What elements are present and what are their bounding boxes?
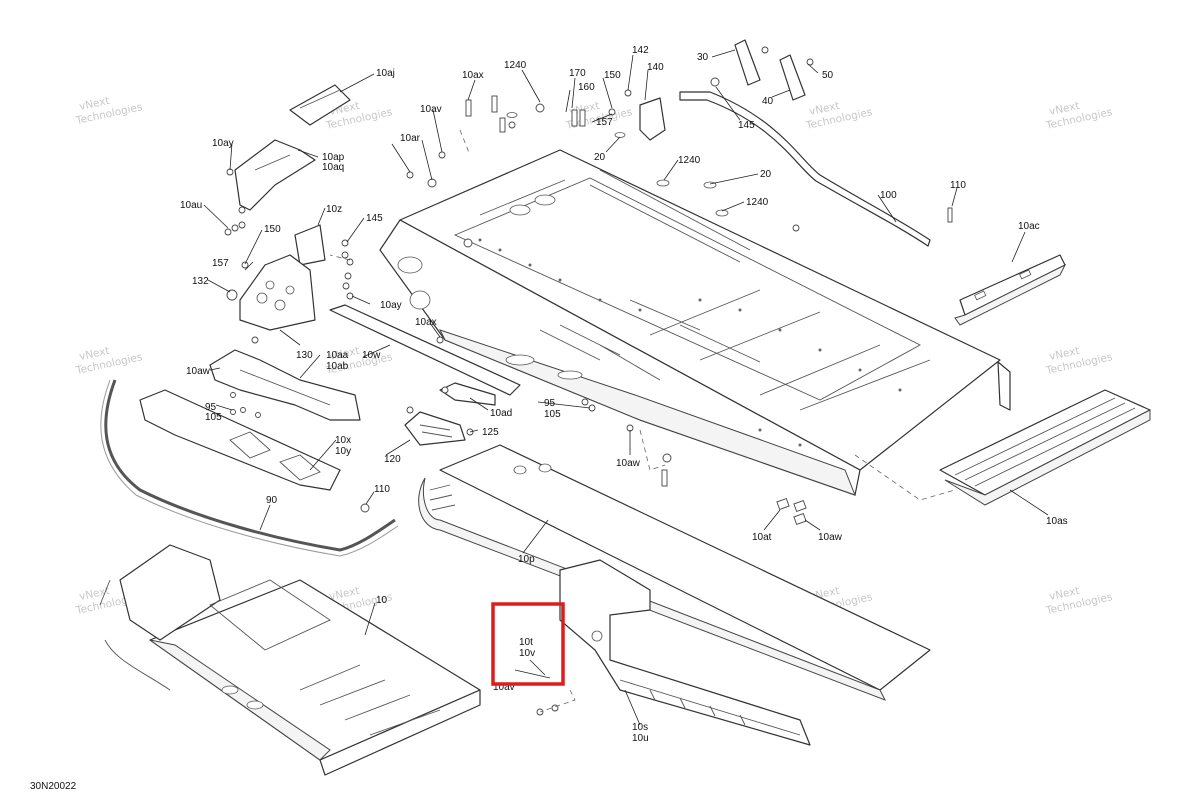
callout-1240: 1240 <box>678 155 701 166</box>
tube-100 <box>679 91 931 247</box>
callout-95: 95 <box>544 398 556 409</box>
callout-10y: 10y <box>335 446 351 457</box>
callout-170: 170 <box>569 68 586 79</box>
callout-100: 100 <box>880 190 897 201</box>
bracket-10ad <box>439 382 496 406</box>
callout-50: 50 <box>822 70 834 81</box>
callout-10ax: 10ax <box>415 317 437 328</box>
callout-10x: 10x <box>335 435 351 446</box>
assembled-overview <box>99 544 481 776</box>
callout-10w: 10w <box>362 350 381 361</box>
callout-10aw: 10aw <box>818 532 843 543</box>
front-strip-10w <box>329 304 521 396</box>
callout-10aa: 10aa <box>326 350 349 361</box>
bracket-120 <box>404 411 466 446</box>
callout-157: 157 <box>596 117 613 128</box>
callout-1240: 1240 <box>504 60 527 71</box>
callout-10p: 10p <box>518 554 535 565</box>
callout-10aq: 10aq <box>322 162 344 173</box>
callout-20: 20 <box>760 169 772 180</box>
callout-125: 125 <box>482 427 499 438</box>
highlight-box: 10t 10v <box>491 602 565 686</box>
front-panel-10x <box>139 389 341 491</box>
callout-10as: 10as <box>1046 516 1068 527</box>
rear-tunnel-extension <box>418 444 931 701</box>
callout-10ay: 10ay <box>380 300 402 311</box>
callout-1240: 1240 <box>746 197 769 208</box>
callout-145: 145 <box>366 213 383 224</box>
callout-10ad: 10ad <box>490 408 512 419</box>
callout-20: 20 <box>594 152 606 163</box>
bracket-140 <box>639 97 666 141</box>
running-board-right-upper <box>954 254 1067 326</box>
callout-10ar: 10ar <box>400 133 421 144</box>
callout-140: 140 <box>647 62 664 73</box>
callout-10t: 10t <box>519 637 533 648</box>
assembly-lines <box>329 129 956 713</box>
brackets-30-40 <box>734 39 806 101</box>
callout-10u: 10u <box>632 733 649 744</box>
callout-10s: 10s <box>632 722 648 733</box>
callout-120: 120 <box>384 454 401 465</box>
callout-130: 130 <box>296 350 313 361</box>
callout-10ax: 10ax <box>462 70 484 81</box>
bracket-10z <box>294 224 326 266</box>
bracket-10ap <box>234 139 316 211</box>
callout-95: 95 <box>205 402 217 413</box>
callout-10au: 10au <box>180 200 202 211</box>
heat-shield-130 <box>239 254 316 331</box>
callout-142: 142 <box>632 45 649 56</box>
callout-150: 150 <box>264 224 281 235</box>
running-board-right-lower <box>939 389 1151 506</box>
callout-10ac: 10ac <box>1018 221 1040 232</box>
callout-105: 105 <box>544 409 561 420</box>
callout-90: 90 <box>266 495 278 506</box>
upper-bracket-10aj <box>289 84 351 126</box>
callout-145: 145 <box>738 120 755 131</box>
callout-10: 10 <box>376 595 388 606</box>
callout-10at: 10at <box>752 532 772 543</box>
callout-110: 110 <box>950 180 966 191</box>
callout-105: 105 <box>205 412 222 423</box>
callout-10ap: 10ap <box>322 152 345 163</box>
callout-10aw: 10aw <box>186 366 211 377</box>
leader-lines <box>203 49 1049 726</box>
callout-10av: 10av <box>493 682 515 693</box>
callout-10z: 10z <box>326 204 342 215</box>
highlight-rectangle <box>491 602 565 686</box>
callout-10aj: 10aj <box>376 68 395 79</box>
callout-157: 157 <box>212 258 229 269</box>
callout-160: 160 <box>578 82 595 93</box>
callout-10aw: 10aw <box>616 458 641 469</box>
rear-side-rail <box>559 559 811 746</box>
callout-40: 40 <box>762 96 774 107</box>
callout-10av: 10av <box>420 104 442 115</box>
callout-30: 30 <box>697 52 709 63</box>
callout-10ay: 10ay <box>212 138 234 149</box>
callout-10ab: 10ab <box>326 361 349 372</box>
drawing-number: 30N20022 <box>30 781 77 792</box>
main-tunnel <box>379 149 1011 496</box>
front-support-10aa <box>209 349 361 421</box>
callout-labels: 10aj 10ax 1240 170 160 150 157 142 140 3… <box>180 45 1068 744</box>
callout-150: 150 <box>604 70 621 81</box>
callout-132: 132 <box>192 276 209 287</box>
callout-110: 110 <box>374 484 390 495</box>
tube-90 <box>100 379 399 557</box>
callout-10v: 10v <box>519 648 535 659</box>
